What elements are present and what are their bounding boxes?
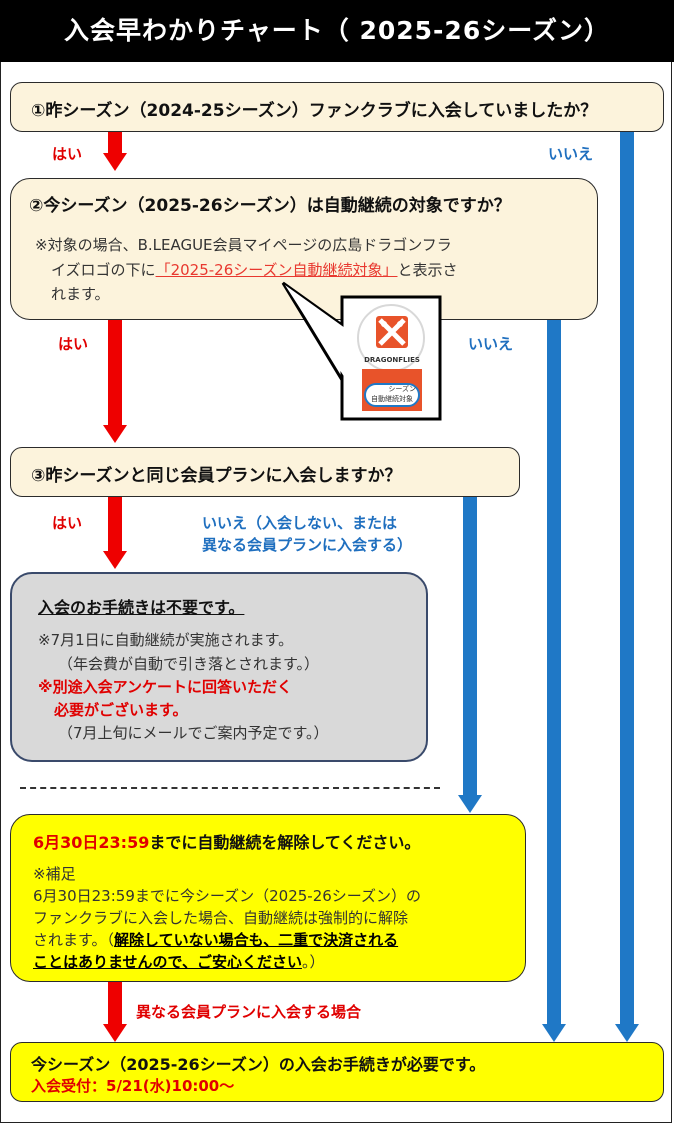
arrow-q1-no-shaft xyxy=(620,132,634,1026)
arrow-q1-yes-shaft xyxy=(108,132,122,154)
result-final-line1: 今シーズン（2025-26シーズン）の入会お手続きが必要です。 xyxy=(31,1055,486,1074)
question-2-note-line1: ※対象の場合、B.LEAGUE会員マイページの広島ドラゴンフラ xyxy=(35,236,452,254)
label-q3-no-line1: いいえ（入会しない、または xyxy=(202,514,398,532)
page-title: 入会早わかりチャート（ 2025-26シーズン） xyxy=(64,16,610,45)
result-cancel-note1: 6月30日23:59までに今シーズン（2025-26シーズン）の xyxy=(33,887,422,905)
result-cancel-title: 6月30日23:59までに自動継続を解除してください。 xyxy=(33,833,421,852)
label-q1-no: いいえ xyxy=(548,145,594,163)
arrow-cancel-head xyxy=(103,1024,127,1042)
label-q1-yes: はい xyxy=(52,145,83,163)
result-final-box: 今シーズン（2025-26シーズン）の入会お手続きが必要です。 入会受付：5/2… xyxy=(10,1042,664,1102)
question-2-text: ②今シーズン（2025-26シーズン）は自動継続の対象ですか？ xyxy=(29,196,511,216)
label-q3-no-line2: 異なる会員プランに入会する） xyxy=(202,536,413,554)
result-cancel-note-head: ※補足 xyxy=(33,865,76,883)
dragonflies-logo-icon xyxy=(376,316,408,348)
arrow-q1-no-head xyxy=(615,1024,639,1042)
arrow-cancel-shaft xyxy=(108,982,122,1026)
result-no-action-line5: （7月上旬にメールでご案内予定です。） xyxy=(58,724,329,742)
label-q2-no: いいえ xyxy=(468,335,514,353)
arrow-q2-yes-shaft xyxy=(108,318,122,426)
arrow-q3-yes-head xyxy=(103,551,127,569)
result-cancel-box: 6月30日23:59までに自動継続を解除してください。 ※補足 6月30日23:… xyxy=(10,814,526,982)
result-no-action-line3: ※別途入会アンケートに回答いただく xyxy=(38,678,292,696)
arrow-q2-yes-head xyxy=(103,425,127,443)
result-no-action-line4: 必要がございます。 xyxy=(54,701,188,719)
auto-renew-badge-text: 「2025-26シーズン自動継続対象」 xyxy=(155,261,398,279)
auto-renew-badge: シーズン 自動継続対象 xyxy=(362,369,422,411)
arrow-q3-yes-shaft xyxy=(108,496,122,552)
arrow-q3-no-shaft xyxy=(463,496,477,797)
result-no-action-title: 入会のお手続きは不要です。 xyxy=(38,598,245,617)
arrow-q1-yes-head xyxy=(103,153,127,171)
arrow-q3-no-head xyxy=(458,795,482,813)
question-2-box: ②今シーズン（2025-26シーズン）は自動継続の対象ですか？ ※対象の場合、B… xyxy=(10,178,598,320)
question-2-note-line3: れます。 xyxy=(51,285,110,303)
dragonflies-logo-text: DRAGONFLIES xyxy=(364,356,420,364)
question-1-box: ①昨シーズン（2024-25シーズン）ファンクラブに入会していましたか？ xyxy=(10,82,664,132)
arrow-q2-no-shaft xyxy=(547,318,561,1026)
label-different-plan: 異なる会員プランに入会する場合 xyxy=(136,1003,362,1021)
label-q2-yes: はい xyxy=(58,335,89,353)
arrow-q2-no-head xyxy=(542,1024,566,1042)
badge-highlight-circle xyxy=(364,383,420,407)
label-q3-yes: はい xyxy=(52,514,83,532)
question-2-note-line2: イズロゴの下に「2025-26シーズン自動継続対象」と表示さ xyxy=(51,261,458,279)
dashed-divider xyxy=(20,787,440,789)
result-cancel-note4: ことはありませんので、ご安心ください。） xyxy=(33,953,325,971)
result-no-action-box: 入会のお手続きは不要です。 ※7月1日に自動継続が実施されます。 （年会費が自動… xyxy=(10,572,428,762)
result-no-action-line1: ※7月1日に自動継続が実施されます。 xyxy=(38,631,294,649)
result-final-line2: 入会受付：5/21(水)10:00〜 xyxy=(31,1077,235,1095)
result-no-action-line2: （年会費が自動で引き落とされます。） xyxy=(58,655,320,673)
header-bar: 入会早わかりチャート（ 2025-26シーズン） xyxy=(0,0,674,62)
result-cancel-note3: されます。（解除していない場合も、二重で決済される xyxy=(33,931,399,949)
question-3-box: ③昨シーズンと同じ会員プランに入会しますか？ xyxy=(10,447,520,497)
badge-line2: 自動継続対象 xyxy=(371,395,413,403)
result-cancel-note2: ファンクラブに入会した場合、自動継続は強制的に解除 xyxy=(33,909,409,927)
badge-line1: シーズン xyxy=(388,385,416,393)
question-3-text: ③昨シーズンと同じ会員プランに入会しますか？ xyxy=(31,466,402,486)
dragonflies-logo xyxy=(370,312,414,356)
question-1-text: ①昨シーズン（2024-25シーズン）ファンクラブに入会していましたか？ xyxy=(31,101,598,121)
